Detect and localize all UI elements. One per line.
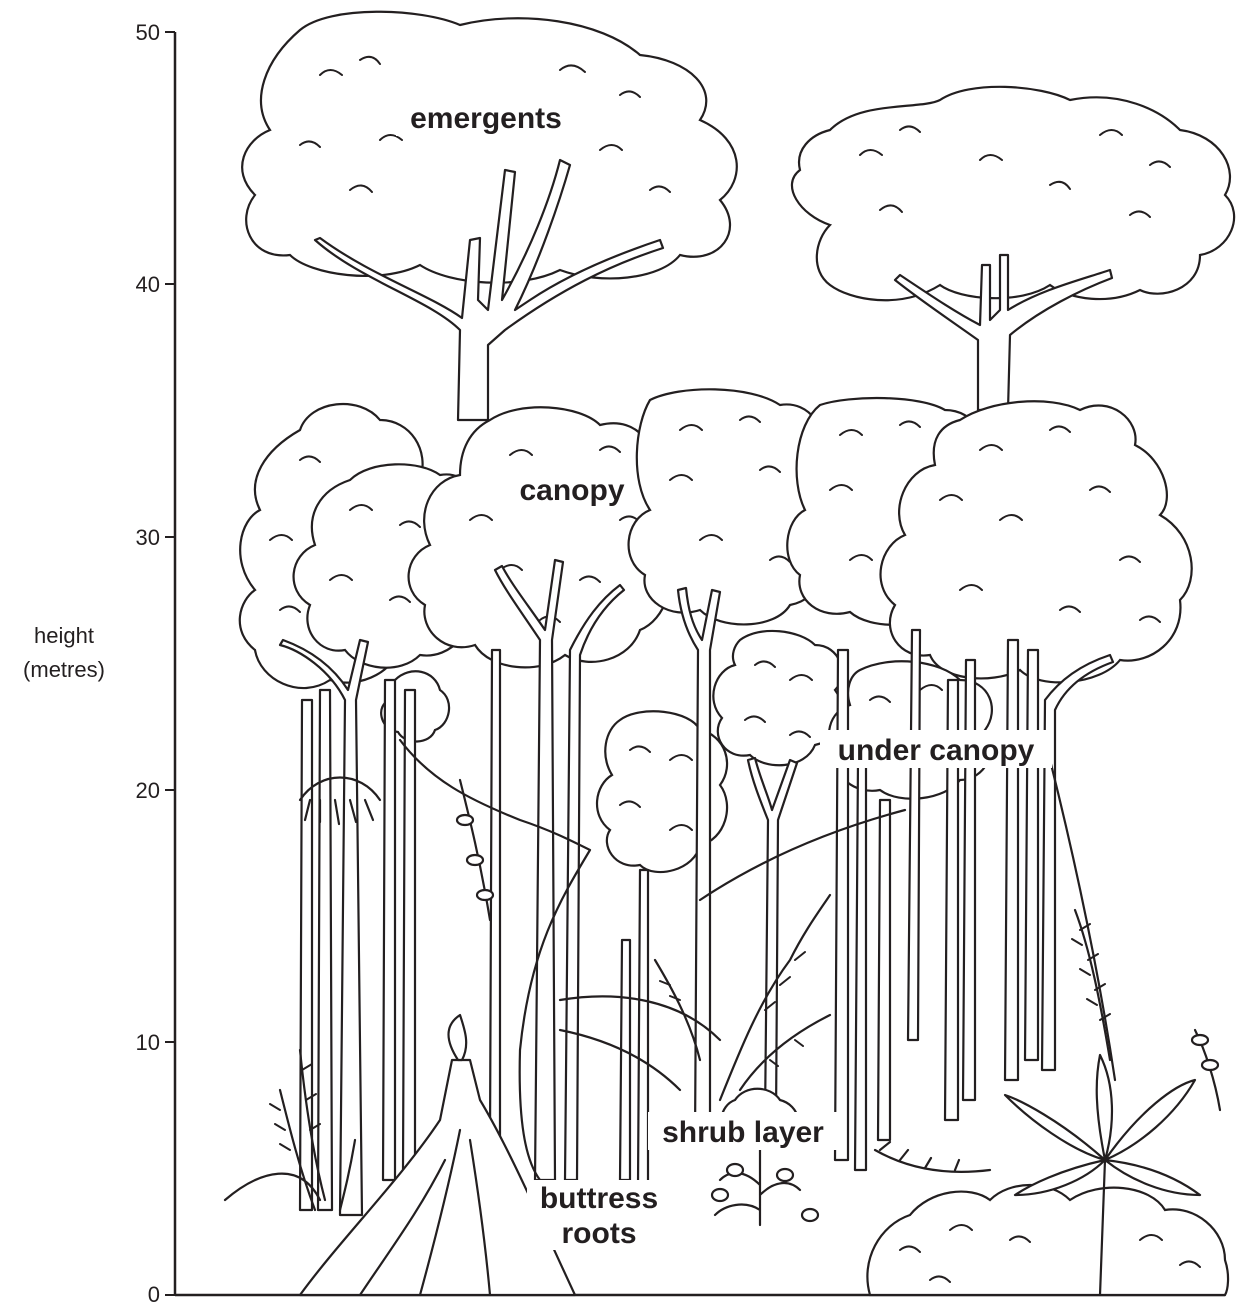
tick-label-0: 0 xyxy=(148,1282,160,1302)
emergents-label: emergents xyxy=(410,102,562,135)
trunk-15 xyxy=(878,800,890,1140)
y-axis-title-line1: height xyxy=(34,623,94,648)
emergent-crown-right xyxy=(792,87,1234,300)
trunk-13 xyxy=(835,650,848,1160)
palm-leaf-1 xyxy=(1005,1095,1105,1160)
vine-leaf-3 xyxy=(477,890,493,900)
trunk-12 xyxy=(748,758,797,1120)
fern-left xyxy=(225,1050,355,1210)
trunk-10 xyxy=(638,870,648,1185)
leafy-branch xyxy=(875,1142,990,1172)
fern-center xyxy=(655,895,830,1100)
vine-leaf-2 xyxy=(467,855,483,865)
trunk-5 xyxy=(403,690,415,1170)
sprig-leaf-2 xyxy=(1202,1060,1218,1070)
trunk-19 xyxy=(1005,640,1018,1080)
buttress-roots-label-line2: roots xyxy=(562,1217,637,1250)
bush-mound xyxy=(867,1185,1228,1295)
shrub-layer-label: shrub layer xyxy=(662,1116,824,1149)
canopy-label: canopy xyxy=(519,474,624,507)
trunk-2 xyxy=(318,690,332,1210)
tick-label-20: 20 xyxy=(136,778,160,803)
tick-label-10: 10 xyxy=(136,1030,160,1055)
emergent-tree-left xyxy=(242,12,737,420)
y-axis-title-line2: (metres) xyxy=(23,657,105,682)
tick-label-40: 40 xyxy=(136,272,160,297)
shrub-leaf-4 xyxy=(802,1209,818,1221)
shrub-leaf-3 xyxy=(712,1189,728,1201)
vine-leaf-1 xyxy=(457,815,473,825)
trunk-8 xyxy=(565,585,624,1180)
buttress-sprout-leaf xyxy=(448,1015,466,1060)
palm-leaf-3 xyxy=(1097,1055,1112,1160)
tick-label-30: 30 xyxy=(136,525,160,550)
emergent-tree-right xyxy=(792,87,1234,410)
buttress-roots-label-line1: buttress xyxy=(540,1182,658,1215)
palm-leaf-2 xyxy=(1105,1080,1195,1160)
shrub-leaf-2 xyxy=(777,1169,793,1181)
trunk-4 xyxy=(383,680,395,1180)
sprig-leaf-1 xyxy=(1192,1035,1208,1045)
shrub-stems xyxy=(715,1150,800,1225)
canopy-layer xyxy=(240,389,1192,688)
slanting-branch xyxy=(700,810,905,900)
trunk-20 xyxy=(1025,650,1038,1060)
trunk-18 xyxy=(963,660,975,1100)
under-canopy-label: under canopy xyxy=(838,734,1035,767)
shrub-leaf-1 xyxy=(727,1164,743,1176)
trunk-9 xyxy=(620,940,630,1180)
tick-label-50: 50 xyxy=(136,20,160,45)
